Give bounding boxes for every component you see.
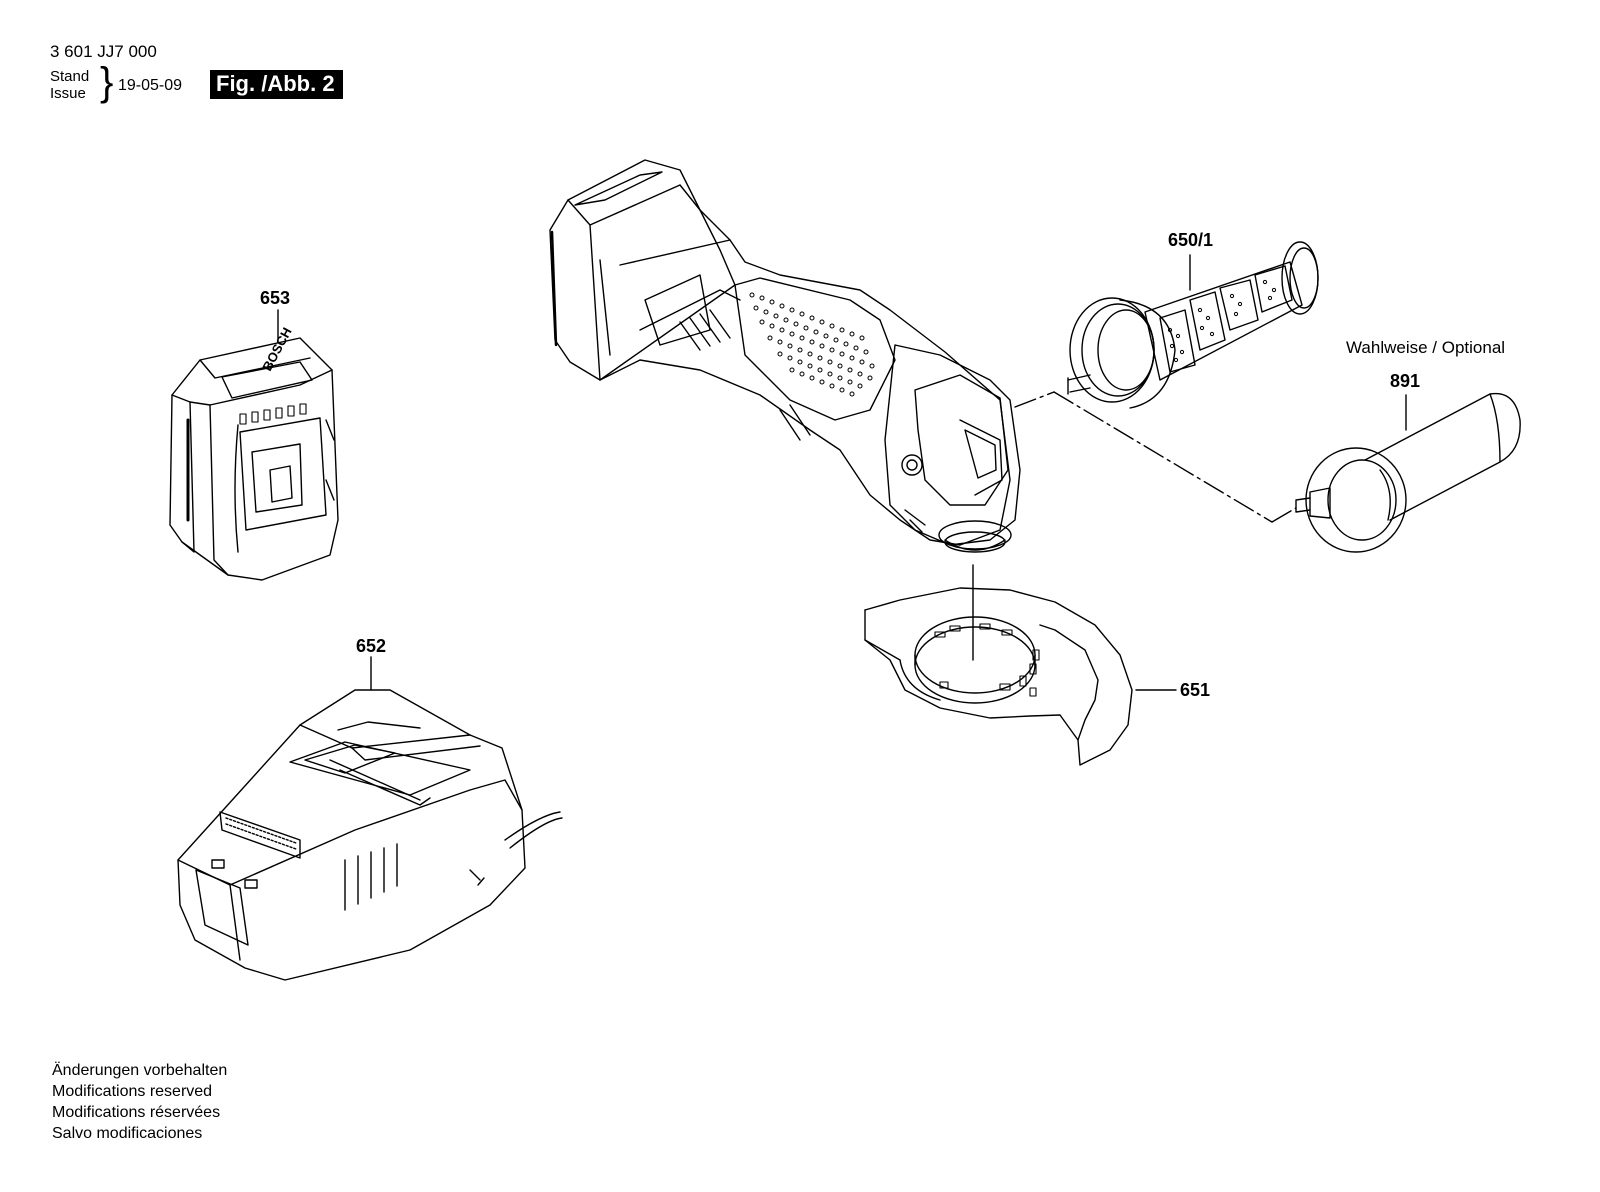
notice-german: Änderungen vorbehalten	[52, 1062, 228, 1079]
part-number-652: 652	[356, 636, 387, 656]
notice-spanish: Salvo modificaciones	[52, 1125, 203, 1142]
document-code: 3 601 JJ7 000	[50, 42, 157, 61]
issue-label: Issue	[50, 85, 86, 102]
part-number-653: 653	[260, 288, 291, 308]
figure-badge: Fig. /Abb. 2	[210, 70, 343, 99]
modification-notice: Änderungen vorbehalten Modifications res…	[52, 1060, 227, 1144]
issue-date: 19-05-09	[118, 77, 183, 94]
part-number-651: 651	[1180, 680, 1211, 700]
alternative-handle	[1296, 394, 1520, 552]
notice-french: Modifications réservées	[52, 1104, 221, 1121]
wheel-guard	[865, 588, 1176, 765]
notice-english: Modifications reserved	[52, 1083, 213, 1100]
optional-note: Wahlweise / Optional	[1346, 338, 1506, 357]
assembly-axis-line	[1015, 392, 1296, 522]
issue-brace: }	[100, 60, 114, 104]
battery-pack	[170, 310, 338, 580]
part-number-891: 891	[1390, 371, 1421, 391]
angle-grinder	[550, 160, 1020, 612]
part-number-650-1: 650/1	[1168, 230, 1214, 250]
auxiliary-handle	[1068, 242, 1318, 408]
issue-labels: Stand Issue	[50, 68, 89, 102]
stand-label: Stand	[50, 68, 90, 85]
charger	[178, 657, 562, 980]
